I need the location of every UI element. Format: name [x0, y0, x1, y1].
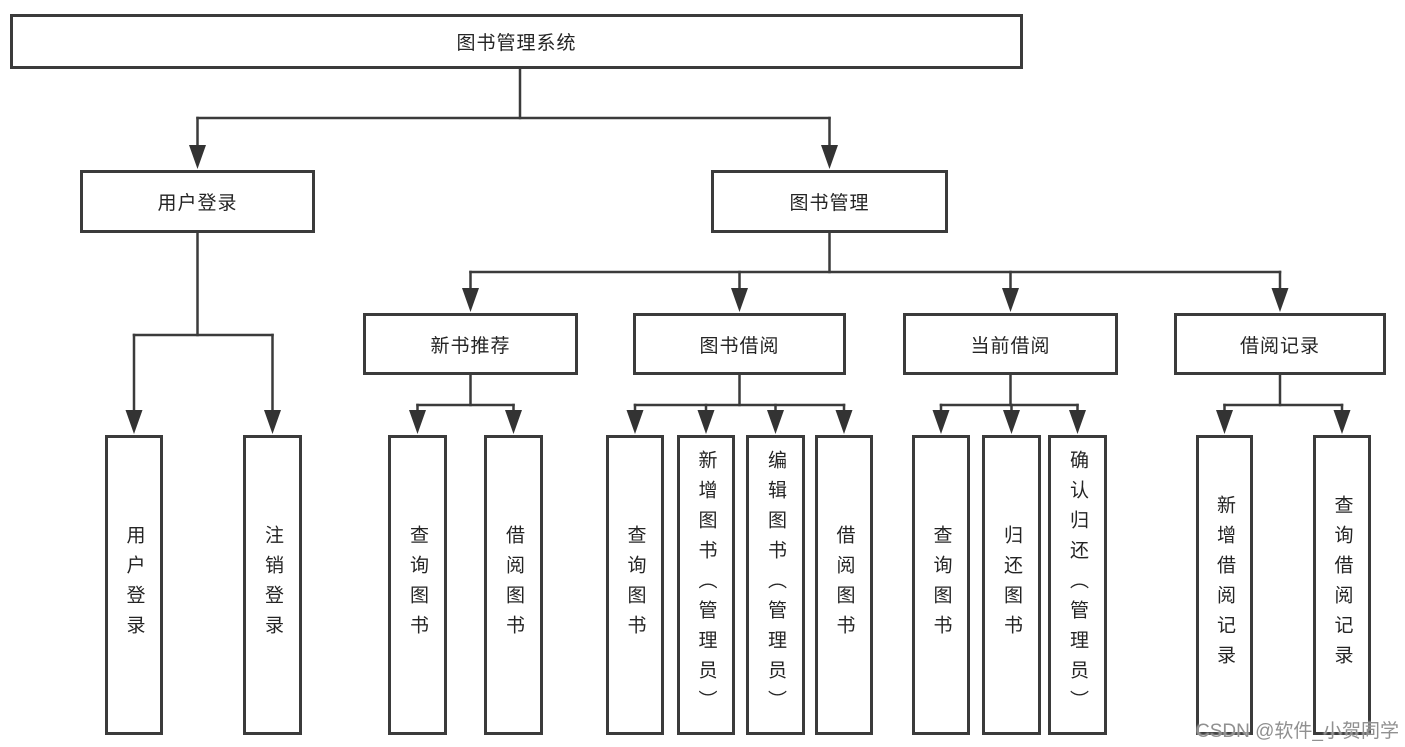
node-leaf-borrow-books: 借阅图书 [815, 435, 873, 735]
node-user-login: 用户登录 [80, 170, 315, 233]
node-leaf-logout: 注销登录 [243, 435, 302, 735]
node-leaf-return-books: 归还图书 [982, 435, 1041, 735]
node-label: 查询图书 [930, 525, 952, 645]
node-label: 用户登录 [157, 193, 238, 214]
node-label: 当前借阅 [970, 335, 1051, 357]
node-label: 查询借阅记录 [1331, 495, 1353, 675]
node-label: 注销登录 [262, 525, 283, 645]
node-label: 新增借阅记录 [1214, 495, 1235, 675]
node-label: 图书管理 [789, 193, 870, 214]
node-label: 图书借阅 [699, 335, 780, 357]
node-label: 归还图书 [1001, 525, 1022, 645]
node-label: 借阅图书 [503, 525, 524, 645]
node-leaf-query-books-recommend: 查询图书 [388, 435, 447, 735]
node-leaf-edit-books-admin: 编辑图书（管理员） [746, 435, 805, 735]
node-leaf-query-books-current: 查询图书 [912, 435, 970, 735]
node-book-borrow: 图书借阅 [633, 313, 846, 375]
node-book-management: 图书管理 [711, 170, 948, 233]
node-new-book-recommend: 新书推荐 [363, 313, 578, 375]
node-leaf-confirm-return-admin: 确认归还（管理员） [1048, 435, 1107, 735]
node-label: 图书管理系统 [456, 33, 577, 54]
node-label: 用户登录 [123, 525, 145, 645]
node-label: 借阅图书 [833, 525, 855, 645]
node-current-borrow: 当前借阅 [903, 313, 1118, 375]
node-label: 查询图书 [624, 525, 646, 645]
node-leaf-query-books-borrow: 查询图书 [606, 435, 664, 735]
node-leaf-query-borrow-record: 查询借阅记录 [1313, 435, 1371, 735]
node-borrow-records: 借阅记录 [1174, 313, 1386, 375]
node-label: 新书推荐 [430, 335, 511, 357]
node-leaf-add-books-admin: 新增图书（管理员） [677, 435, 735, 735]
node-leaf-user-login: 用户登录 [105, 435, 163, 735]
node-leaf-add-borrow-record: 新增借阅记录 [1196, 435, 1253, 735]
node-library-management-system: 图书管理系统 [10, 14, 1023, 69]
node-label: 借阅记录 [1239, 335, 1320, 357]
node-label: 编辑图书（管理员） [765, 450, 786, 720]
arrowheads [125, 145, 1351, 434]
node-label: 新增图书（管理员） [695, 450, 717, 720]
node-label: 查询图书 [407, 525, 428, 645]
node-label: 确认归还（管理员） [1067, 450, 1088, 720]
node-leaf-borrow-books-recommend: 借阅图书 [484, 435, 543, 735]
